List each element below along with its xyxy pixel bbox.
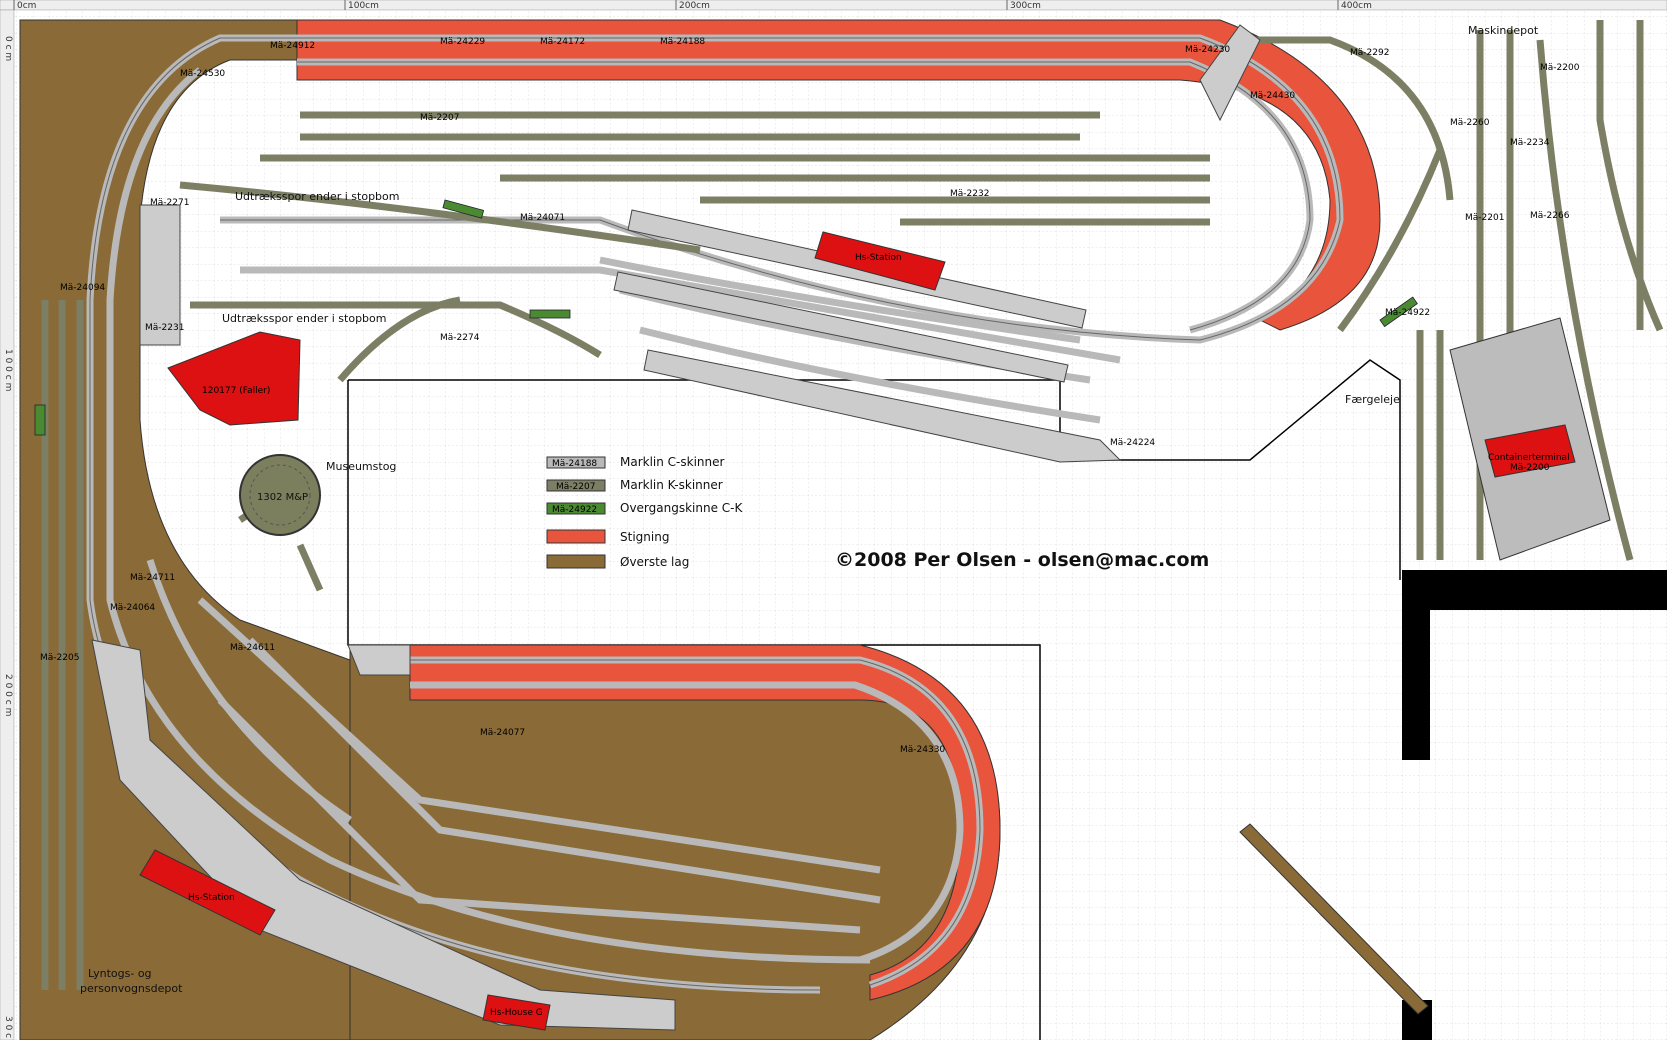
legend-code-ck: Mä-24922 [552,505,597,515]
ruler-left-100: 1 0 0 c m [3,349,13,391]
label-udtraek-2: Udtræksspor ender i stopbom [222,312,386,325]
k-tracks [41,20,1664,990]
track-code: Mä-2266 [1530,211,1570,221]
transition-pieces [34,199,1418,436]
legend-swatch-k [546,479,606,492]
track-code: Mä-2205 [40,653,79,663]
track-code: Mä-2232 [950,189,989,199]
track-code: Mä-24172 [540,37,585,47]
legend-label-k: Marklin K-skinner [620,478,723,492]
copyright: ©2008 Per Olsen - olsen@mac.com [835,549,1209,571]
label-museumstog: Museumstog [326,460,396,473]
track-code: Mä-2200 [1540,63,1580,73]
legend: Mä-24188 Marklin C-skinner Mä-2207 Markl… [546,455,743,569]
track-code: Mä-24230 [1185,45,1230,55]
top-ruler: 0cm 100cm 200cm 300cm 400cm [0,0,1667,11]
track-code-labels: Mä-24912 Mä-24172 Mä-24188 Mä-24230 Mä-2… [40,37,1580,755]
room-walls [1402,570,1667,1040]
legend-label-overste: Øverste lag [620,555,689,569]
legend-code-c: Mä-24188 [552,459,597,469]
track-code: Mä-24229 [440,37,485,47]
label-house-g: Hs-House G [490,1008,543,1018]
ruler-left-300: 3 0 c [3,1016,13,1038]
turntable-inner [249,464,311,526]
label-faergeleje: Færgeleje [1345,393,1400,406]
track-code: Mä-24077 [480,728,525,738]
legend-swatch-ck [546,502,606,515]
incline-top [296,19,1381,331]
track-code: Mä-24330 [900,745,945,755]
track-code: Mä-24094 [60,283,105,293]
label-hs-station-bottom: Hs-Station [188,893,235,903]
ruler-top-400: 400cm [1341,1,1372,11]
label-faller: 120177 (Faller) [202,386,270,396]
station-top [814,231,946,291]
track-code: Mä-24530 [180,69,225,79]
legend-swatch-c [546,456,606,469]
track-code: Mä-2274 [440,333,480,343]
container-red [1484,424,1576,478]
legend-swatch-stigning [546,529,606,544]
ruler-top-0: 0cm [17,1,36,11]
station-bottom [139,849,276,936]
track-code: Mä-2231 [145,323,184,333]
track-code: Mä-24224 [1110,438,1155,448]
track-code: Mä-24912 [270,41,315,51]
track-code: Mä-24064 [110,603,155,613]
track-code: Mä-2207 [420,113,459,123]
track-code: Mä-24611 [230,643,275,653]
incline-bottom [409,644,1001,1001]
label-lyntogs: Lyntogs- og [88,967,152,980]
legend-label-c: Marklin C-skinner [620,455,725,469]
house-g [482,994,551,1031]
legend-label-ck: Overgangskinne C-K [620,501,743,515]
ruler-top-200: 200cm [679,1,710,11]
legend-label-stigning: Stigning [620,530,669,544]
track-code: Mä-2234 [1510,138,1550,148]
faller-roundhouse [167,331,301,426]
track-code: Mä-24188 [660,37,705,47]
label-udtraek-1: Udtræksspor ender i stopbom [235,190,399,203]
label-turntable: 1302 M&P [257,492,308,503]
track-code: Mä-2260 [1450,118,1490,128]
track-code: Mä-2292 [1350,48,1389,58]
track-code: Mä-2271 [150,198,189,208]
legend-swatch-overste [546,554,606,569]
track-code: Mä-24430 [1250,91,1295,101]
track-code: Mä-24922 [1385,308,1430,318]
label-personvogn: personvognsdepot [80,982,183,995]
ruler-left-0: 0 c m [3,36,13,61]
label-maskindepot: Maskindepot [1468,24,1539,37]
ruler-top-100: 100cm [348,1,379,11]
ruler-top-300: 300cm [1010,1,1041,11]
upper-layer-area [19,19,351,1040]
track-code: Mä-2201 [1465,213,1504,223]
label-container: Containerterminal [1488,453,1570,463]
label-container-code: Mä-2200 [1510,463,1550,473]
track-code: Mä-24071 [520,213,565,223]
legend-code-k: Mä-2207 [556,482,595,492]
left-ruler: 0 c m 1 0 0 c m 2 0 0 c m 3 0 c [0,9,15,1040]
ruler-left-200: 2 0 0 c m [3,674,13,716]
label-hs-station-top: Hs-Station [855,253,902,263]
wooden-beam [1239,823,1429,1015]
track-code: Mä-24711 [130,573,175,583]
